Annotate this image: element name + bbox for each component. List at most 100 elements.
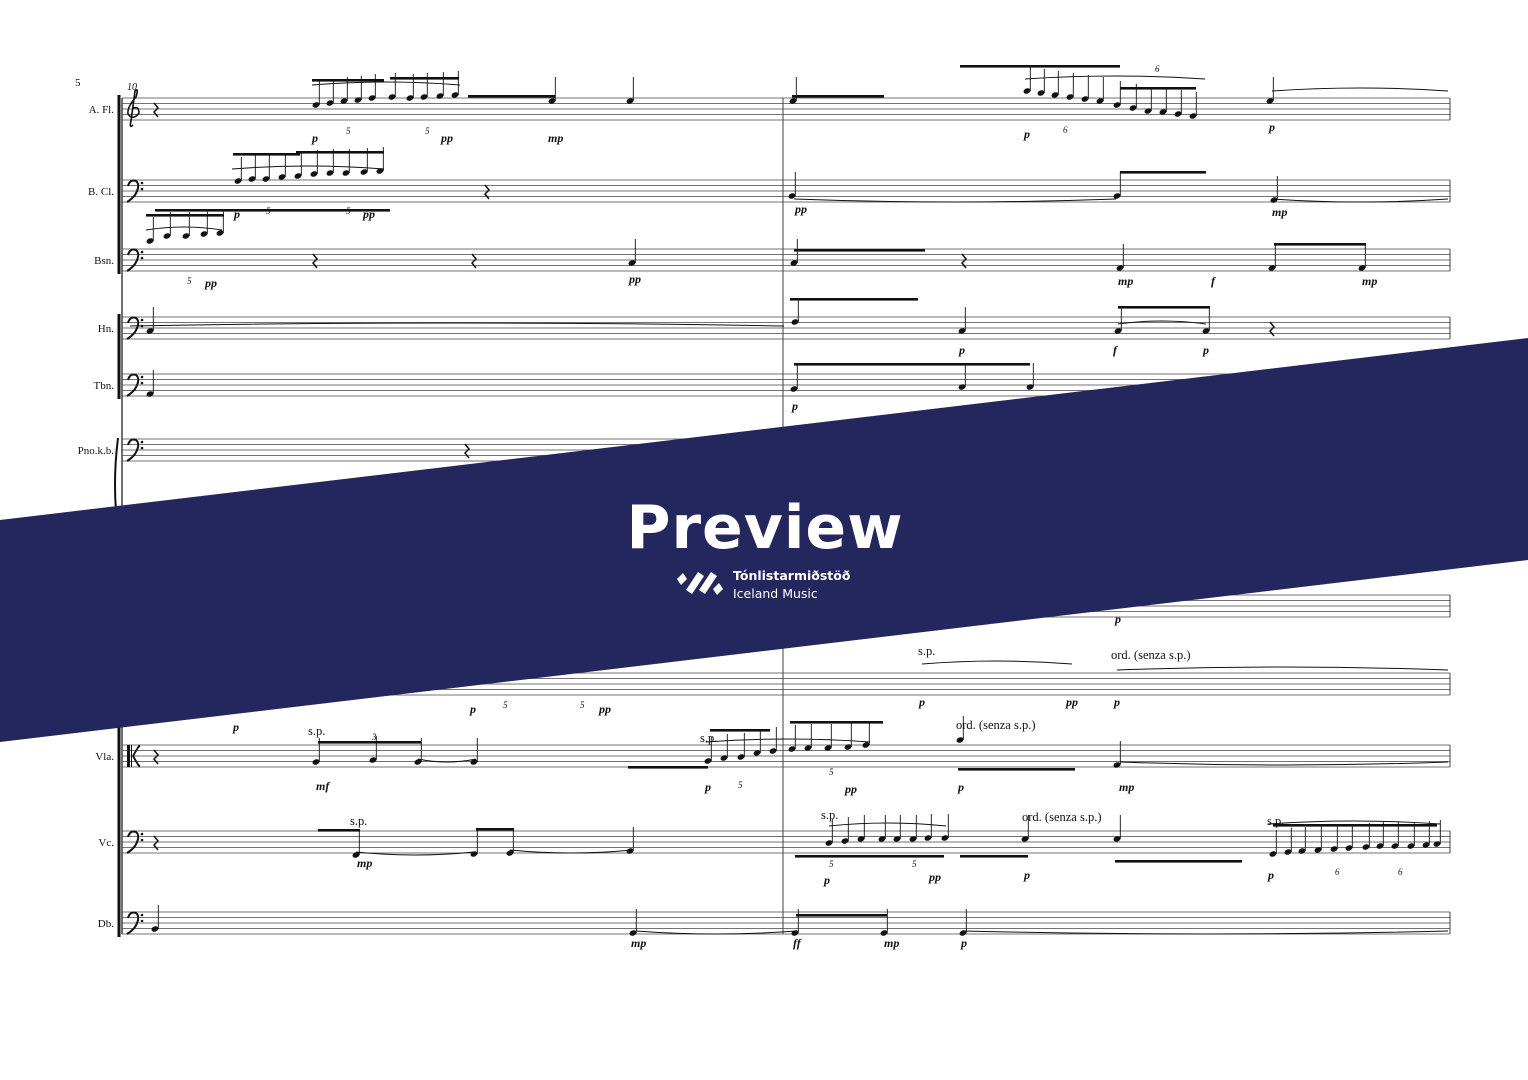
- note-head: [909, 836, 917, 842]
- note-head: [151, 926, 159, 932]
- dynamic-marking: p: [791, 399, 798, 413]
- slur: [129, 322, 785, 327]
- clef-dot: [140, 187, 144, 191]
- note-head: [1113, 102, 1121, 108]
- beam: [1273, 824, 1437, 827]
- note-head: [406, 95, 414, 101]
- beam: [796, 914, 887, 917]
- slur: [1024, 75, 1206, 80]
- note-head: [628, 260, 636, 266]
- dynamic-marking: mp: [1362, 274, 1377, 288]
- note-head: [753, 750, 761, 756]
- slur: [1271, 198, 1449, 203]
- beam: [958, 768, 1075, 771]
- dynamic-marking: pp: [928, 870, 941, 884]
- measure-number: 10: [127, 82, 137, 93]
- dynamic-marking: pp: [204, 276, 217, 290]
- slur: [355, 851, 475, 856]
- dynamic-marking: mf: [316, 779, 330, 793]
- beam: [468, 95, 555, 98]
- note-head: [1023, 88, 1031, 94]
- note-head: [804, 745, 812, 751]
- note-head: [163, 233, 171, 239]
- note-head: [326, 100, 334, 106]
- tuplet-number: 6: [1063, 125, 1068, 135]
- dynamic-marking: mp: [631, 936, 646, 950]
- note-head: [278, 174, 286, 180]
- clef-dot: [140, 446, 144, 450]
- tuplet-number: 5: [829, 767, 834, 777]
- instrument-label: Tbn.: [94, 380, 115, 392]
- beam: [628, 766, 708, 769]
- instrument-label: A. Fl.: [89, 104, 115, 116]
- dynamic-marking: p: [957, 780, 964, 794]
- dynamic-marking: mp: [1118, 274, 1133, 288]
- tuplet-number: 5: [503, 700, 508, 710]
- tuplet-number: 5: [829, 859, 834, 869]
- slur: [509, 849, 633, 854]
- note-head: [956, 737, 964, 743]
- slur: [1267, 820, 1441, 825]
- instrument-label: Hn.: [98, 323, 114, 335]
- dynamic-marking: p: [1113, 695, 1120, 709]
- dynamic-marking: p: [1023, 868, 1030, 882]
- clef-dot: [140, 181, 144, 185]
- note-head: [1268, 265, 1276, 271]
- page-number: 5: [75, 77, 81, 89]
- dynamic-marking: p: [1202, 343, 1209, 357]
- note-head: [369, 757, 377, 763]
- rest-icon: [483, 184, 491, 200]
- note-head: [791, 319, 799, 325]
- beam: [312, 79, 384, 82]
- tuplet-number: 5: [187, 276, 192, 286]
- dynamic-marking: mp: [548, 131, 563, 145]
- treble-clef-icon: [127, 89, 140, 128]
- note-head: [941, 835, 949, 841]
- beam: [790, 721, 883, 724]
- dynamic-marking: p: [1268, 120, 1275, 134]
- note-head: [436, 93, 444, 99]
- note-head: [878, 836, 886, 842]
- dynamic-marking: p: [1267, 868, 1274, 882]
- alto-clef-icon: [127, 744, 141, 768]
- beam: [318, 741, 421, 744]
- note-head: [368, 95, 376, 101]
- tuplet-number: 5: [425, 126, 430, 136]
- slur: [1271, 87, 1449, 92]
- note-head: [414, 759, 422, 765]
- rest-icon: [470, 253, 478, 269]
- slur: [1116, 666, 1449, 671]
- note-head: [789, 98, 797, 104]
- note-head: [388, 94, 396, 100]
- clef-dot: [140, 913, 144, 917]
- dynamic-marking: p: [232, 720, 239, 734]
- clef-dot: [140, 256, 144, 260]
- dynamic-marking: p: [1023, 127, 1030, 141]
- beam: [790, 298, 918, 301]
- note-head: [1051, 92, 1059, 98]
- slur: [705, 738, 871, 743]
- note-head: [360, 169, 368, 175]
- slur: [417, 758, 477, 763]
- note-head: [234, 178, 242, 184]
- dynamic-marking: pp: [362, 207, 375, 221]
- beam: [233, 153, 300, 156]
- note-head: [790, 260, 798, 266]
- note-head: [352, 852, 360, 858]
- beam: [960, 65, 1120, 68]
- note-head: [790, 386, 798, 392]
- note-head: [1202, 328, 1210, 334]
- note-head: [470, 759, 478, 765]
- staff: [122, 316, 1451, 340]
- iceland-music-logo-icon: [677, 572, 723, 595]
- dynamic-marking: p: [311, 131, 318, 145]
- bass-clef-icon: [126, 316, 140, 340]
- slur: [962, 930, 1449, 935]
- note-head: [1284, 849, 1292, 855]
- beam: [146, 214, 224, 217]
- tuplet-number: 6: [1398, 867, 1403, 877]
- note-head: [720, 755, 728, 761]
- note-head: [1129, 105, 1137, 111]
- note-head: [1362, 844, 1370, 850]
